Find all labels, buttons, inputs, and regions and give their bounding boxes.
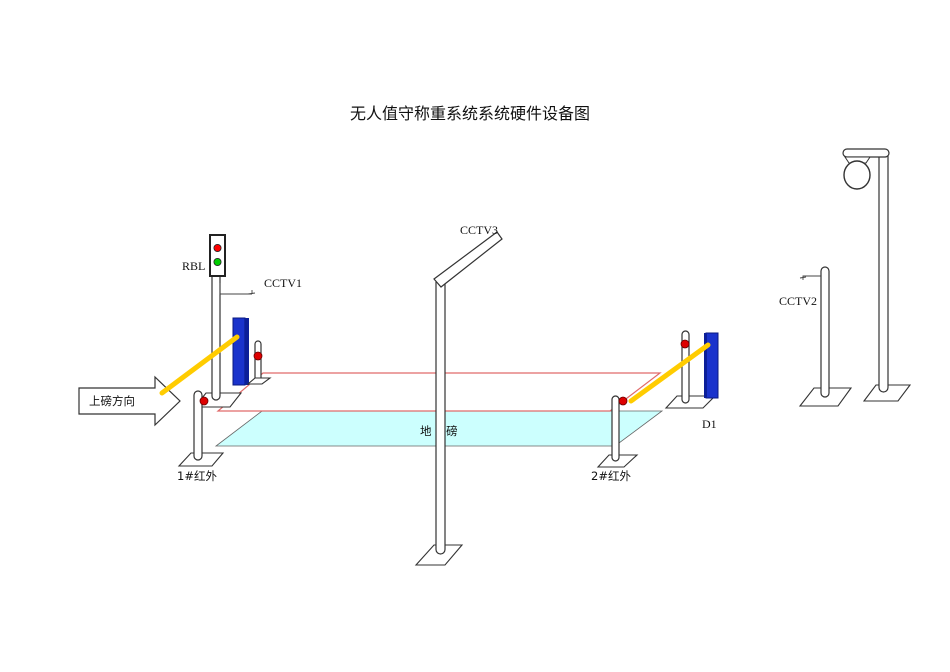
traffic-light-pole: [193, 234, 243, 408]
cctv1-camera-icon: [219, 283, 256, 295]
barrier-gate-1: [159, 317, 249, 396]
cctv3-arm: [433, 231, 503, 288]
ir-sensor-1-icon: [199, 396, 209, 406]
ir-post-2: [596, 395, 639, 468]
traffic-light-red-icon: [213, 243, 222, 252]
ir-post-small: [246, 340, 272, 385]
street-light-pole: [842, 148, 912, 402]
cctv2-camera-icon: [799, 275, 821, 280]
traffic-light-green-icon: [213, 257, 222, 266]
ir-sensor-2-icon: [618, 396, 628, 406]
street-light-lamp-icon: [843, 160, 871, 190]
cctv2-label: CCTV2: [779, 294, 817, 308]
direction-label: 上磅方向: [89, 394, 135, 408]
barrier-arm-1: [159, 334, 240, 396]
ir1-label: 1#红外: [177, 469, 217, 483]
cctv3-pole: [414, 231, 503, 566]
ir2-label: 2#红外: [591, 469, 631, 483]
street-light-arm: [842, 148, 890, 158]
street-light-cap: [844, 156, 871, 164]
cctv1-label: CCTV1: [264, 276, 302, 290]
barrier-arm-d1: [628, 342, 711, 404]
barrier-gate-d1: [628, 330, 719, 409]
ir-post-1: [177, 390, 225, 467]
ir-sensor-icon: [253, 351, 263, 361]
direction-arrow: [78, 375, 181, 427]
traffic-light-housing: [209, 234, 226, 277]
rbl-label: RBL: [182, 259, 205, 273]
cctv2-pole: [798, 266, 853, 407]
ir-sensor-d1-icon: [680, 339, 690, 349]
diagram-title: 无人值守称重系统系统硬件设备图: [350, 104, 590, 123]
cctv3-label: CCTV3: [460, 223, 498, 237]
d1-label: D1: [702, 417, 717, 431]
